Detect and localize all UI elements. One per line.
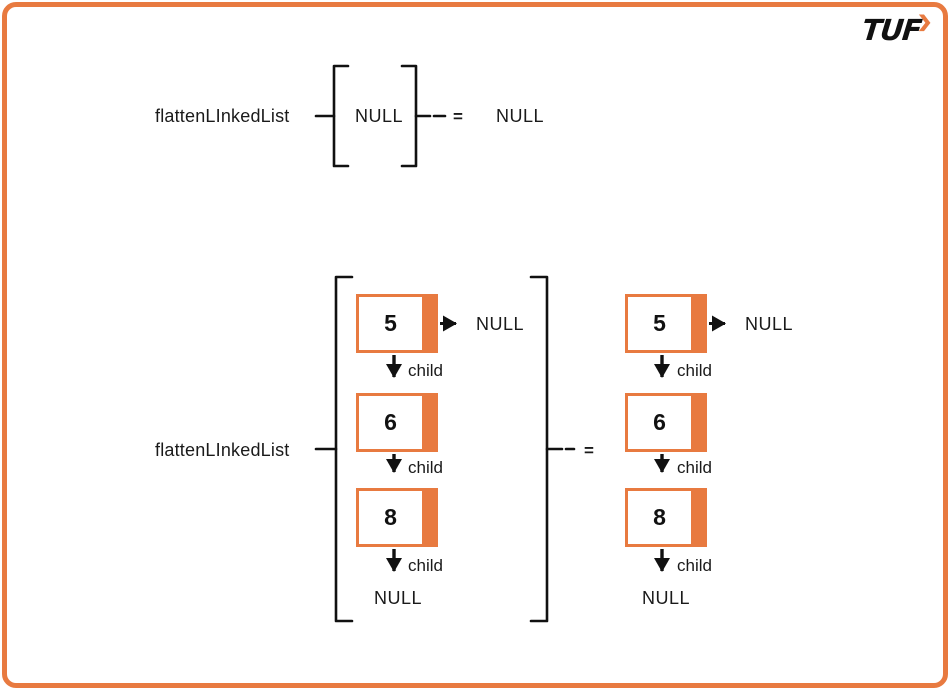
output-node-8: 8 [625,488,707,547]
top-function-label: flattenLInkedList [155,106,290,126]
output-next-null-label: NULL [745,314,794,334]
output-child-label-2: child [677,458,712,477]
output-node-8-value: 8 [625,488,694,547]
top-equals-sign: = [453,107,463,126]
output-node-8-next-pointer [694,488,707,547]
top-right-bracket [400,64,447,168]
input-tail-null-label: NULL [374,588,423,608]
input-node-8: 8 [356,488,438,547]
input-child-label-2: child [408,458,443,477]
input-node-8-value: 8 [356,488,425,547]
input-node-6: 6 [356,393,438,452]
input-next-null-label: NULL [476,314,525,334]
bottom-left-bracket [314,275,354,623]
tuf-logo: TUF ❯ [860,13,934,47]
output-node-6: 6 [625,393,707,452]
input-node-6-value: 6 [356,393,425,452]
top-left-bracket [314,64,350,168]
output-tail-null-label: NULL [642,588,691,608]
output-node-5: 5 [625,294,707,353]
input-child-label-3: child [408,556,443,575]
input-node-5-value: 5 [356,294,425,353]
output-child-label-1: child [677,361,712,380]
bottom-right-bracket [529,275,576,623]
top-result-null: NULL [496,106,545,126]
input-child-label-1: child [408,361,443,380]
output-node-6-next-pointer [694,393,707,452]
tuf-logo-chevron-icon: ❯ [916,14,933,31]
output-node-5-next-pointer [694,294,707,353]
input-node-6-next-pointer [425,393,438,452]
bottom-function-label: flattenLInkedList [155,440,290,460]
output-node-6-value: 6 [625,393,694,452]
output-node-5-value: 5 [625,294,694,353]
bottom-equals-sign: = [584,441,594,460]
input-node-5: 5 [356,294,438,353]
input-node-5-next-pointer [425,294,438,353]
top-argument-null: NULL [355,106,404,126]
output-child-label-3: child [677,556,712,575]
input-node-8-next-pointer [425,488,438,547]
